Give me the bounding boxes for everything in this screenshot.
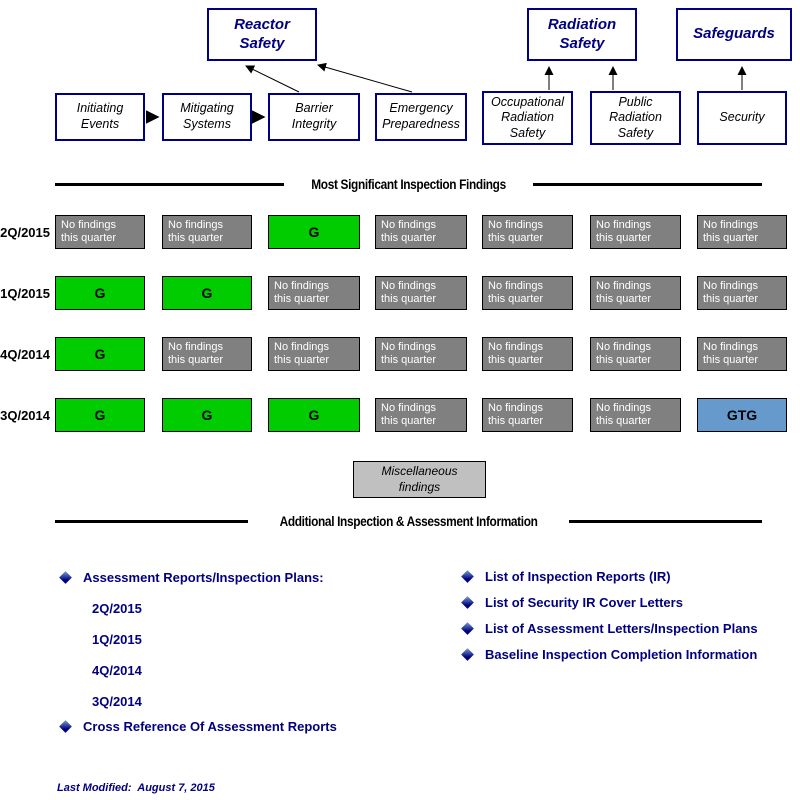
strategic-area-safeguards: Safeguards — [676, 8, 792, 61]
finding-cell-g[interactable]: G — [268, 398, 360, 432]
link-assessment-3q2014[interactable]: 3Q/2014 — [92, 694, 142, 709]
cross-reference-item[interactable]: Cross Reference Of Assessment Reports — [59, 719, 337, 734]
finding-cell-g[interactable]: G — [55, 398, 145, 432]
divider-line-left — [55, 182, 284, 186]
baseline-inspection-item[interactable]: Baseline Inspection Completion Informati… — [461, 647, 758, 662]
strategic-area-radiation-safety: Radiation Safety — [527, 8, 637, 61]
cornerstone-occupational-radiation-safety: Occupational Radiation Safety — [482, 91, 573, 145]
grid-row-label: 2Q/2015 — [0, 224, 50, 240]
grid-row-label: 1Q/2015 — [0, 285, 50, 301]
grid-row-label: 3Q/2014 — [0, 407, 50, 423]
finding-cell-g[interactable]: G — [162, 276, 252, 310]
additional-heading: Additional Inspection & Assessment Infor… — [279, 513, 538, 529]
security-ir-cover-letters-item[interactable]: List of Security IR Cover Letters — [461, 595, 683, 610]
link-assessment-2q2015[interactable]: 2Q/2015 — [92, 601, 142, 616]
finding-cell-g[interactable]: G — [162, 398, 252, 432]
no-findings-cell: No findings this quarter — [482, 337, 573, 371]
cornerstone-security: Security — [697, 91, 787, 145]
cornerstone-mitigating-systems: Mitigating Systems — [162, 93, 252, 141]
no-findings-cell: No findings this quarter — [697, 276, 787, 310]
no-findings-cell: No findings this quarter — [268, 337, 360, 371]
no-findings-cell: No findings this quarter — [162, 337, 252, 371]
cornerstone-barrier-integrity: Barrier Integrity — [268, 93, 360, 141]
no-findings-cell: No findings this quarter — [590, 276, 681, 310]
diamond-bullet-icon — [461, 648, 474, 661]
no-findings-cell: No findings this quarter — [697, 215, 787, 249]
divider-line-right — [569, 519, 763, 523]
inspection-reports-item[interactable]: List of Inspection Reports (IR) — [461, 569, 671, 584]
no-findings-cell: No findings this quarter — [375, 215, 467, 249]
no-findings-cell: No findings this quarter — [590, 337, 681, 371]
no-findings-cell: No findings this quarter — [375, 276, 467, 310]
findings-heading: Most Significant Inspection Findings — [311, 176, 506, 192]
cornerstone-public-radiation-safety: Public Radiation Safety — [590, 91, 681, 145]
no-findings-cell: No findings this quarter — [375, 337, 467, 371]
grid-row-label: 4Q/2014 — [0, 346, 50, 362]
cornerstone-initiating-events: Initiating Events — [55, 93, 145, 141]
assessment-reports-header: Assessment Reports/Inspection Plans: — [83, 570, 324, 585]
diamond-bullet-icon — [59, 720, 72, 733]
divider-line-right — [533, 182, 763, 186]
flow-arrows — [146, 62, 747, 124]
assessment-reports-header-item: Assessment Reports/Inspection Plans: — [59, 570, 324, 585]
no-findings-cell: No findings this quarter — [55, 215, 145, 249]
finding-cell-g[interactable]: G — [55, 337, 145, 371]
no-findings-cell: No findings this quarter — [268, 276, 360, 310]
miscellaneous-findings-link[interactable]: Miscellaneous findings — [353, 461, 486, 498]
no-findings-cell: No findings this quarter — [590, 215, 681, 249]
no-findings-cell: No findings this quarter — [162, 215, 252, 249]
link-list-inspection-reports[interactable]: List of Inspection Reports (IR) — [485, 569, 671, 584]
finding-cell-g[interactable]: G — [268, 215, 360, 249]
diamond-bullet-icon — [461, 596, 474, 609]
no-findings-cell: No findings this quarter — [482, 398, 573, 432]
no-findings-cell: No findings this quarter — [375, 398, 467, 432]
diamond-bullet-icon — [461, 570, 474, 583]
link-cross-reference[interactable]: Cross Reference Of Assessment Reports — [83, 719, 337, 734]
assessment-letters-item[interactable]: List of Assessment Letters/Inspection Pl… — [461, 621, 758, 636]
additional-section-divider: Additional Inspection & Assessment Infor… — [55, 511, 763, 531]
link-assessment-1q2015[interactable]: 1Q/2015 — [92, 632, 142, 647]
link-security-ir-cover-letters[interactable]: List of Security IR Cover Letters — [485, 595, 683, 610]
divider-line-left — [55, 519, 248, 523]
findings-section-divider: Most Significant Inspection Findings — [55, 174, 763, 194]
diamond-bullet-icon — [461, 622, 474, 635]
no-findings-cell: No findings this quarter — [482, 215, 573, 249]
no-findings-cell: No findings this quarter — [697, 337, 787, 371]
no-findings-cell: No findings this quarter — [482, 276, 573, 310]
diamond-bullet-icon — [59, 571, 72, 584]
strategic-area-reactor-safety: Reactor Safety — [207, 8, 317, 61]
finding-cell-g[interactable]: G — [55, 276, 145, 310]
link-assessment-letters-inspection-plans[interactable]: List of Assessment Letters/Inspection Pl… — [485, 621, 758, 636]
link-assessment-4q2014[interactable]: 4Q/2014 — [92, 663, 142, 678]
finding-cell-gtg[interactable]: GTG — [697, 398, 787, 432]
link-baseline-inspection-completion[interactable]: Baseline Inspection Completion Informati… — [485, 647, 758, 662]
cornerstone-emergency-preparedness: Emergency Preparedness — [375, 93, 467, 141]
last-modified-note: Last Modified: August 7, 2015 — [57, 782, 215, 794]
no-findings-cell: No findings this quarter — [590, 398, 681, 432]
